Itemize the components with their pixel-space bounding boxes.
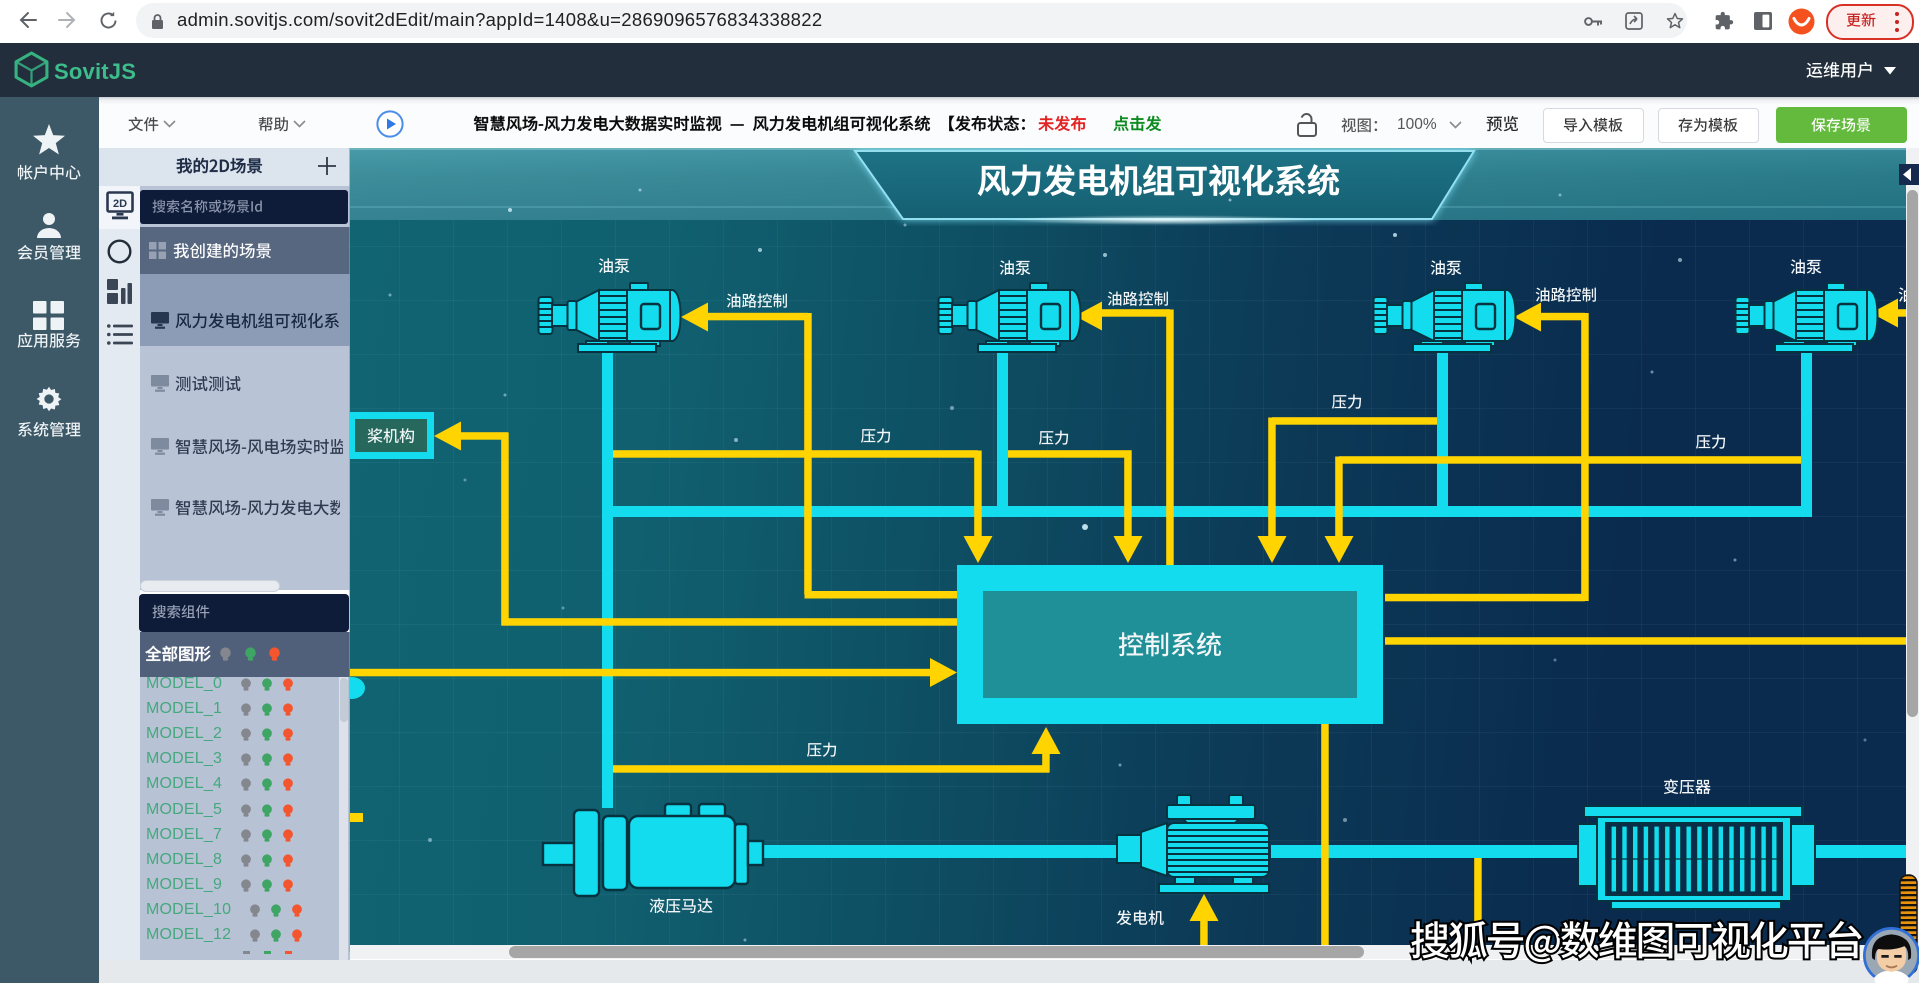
svg-text:2D: 2D bbox=[113, 198, 127, 210]
